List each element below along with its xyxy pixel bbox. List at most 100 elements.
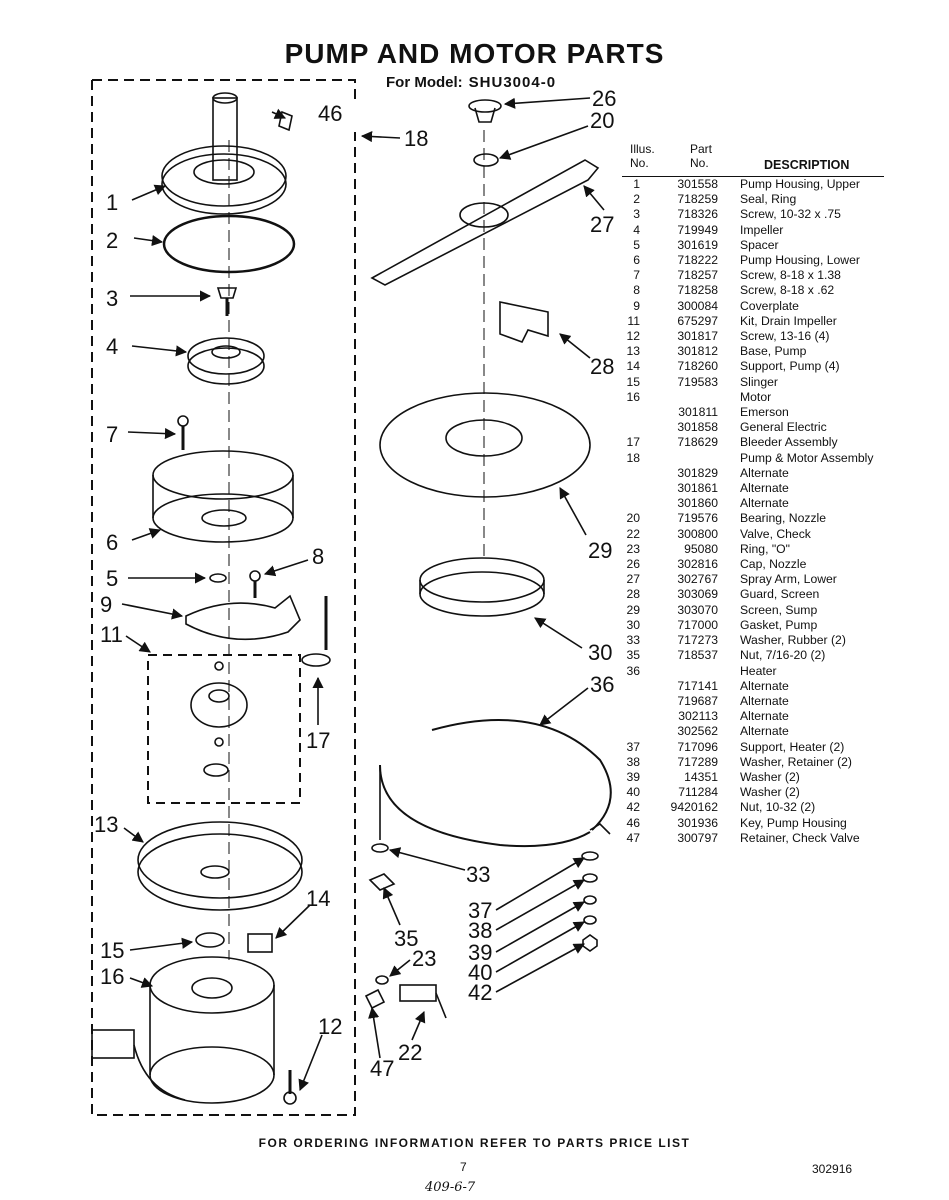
spray-arm: [370, 159, 600, 286]
part-no-cell: 303070: [677, 602, 718, 617]
callout-33: 33: [466, 862, 490, 887]
illus-no-cell: 33: [626, 633, 640, 648]
callout-22: 22: [398, 1040, 422, 1065]
callout-37: 37: [468, 898, 492, 923]
callout-30: 30: [588, 640, 612, 665]
part-no-cell: 719583: [677, 374, 718, 389]
description-cell: Pump & Motor Assembly: [740, 450, 874, 465]
callout-17: 17: [306, 728, 330, 753]
page-title: PUMP AND MOTOR PARTS: [284, 38, 665, 69]
description-cell: Alternate: [740, 496, 789, 511]
part-no-cell: 95080: [684, 541, 718, 556]
pump-base: [137, 821, 303, 911]
part-no-cell: 719687: [677, 693, 718, 708]
illus-no-cell: 9: [633, 298, 640, 313]
description-cell: Base, Pump: [740, 344, 807, 359]
heater-hardware-stack: [581, 822, 611, 952]
part-no-cell: 301858: [677, 420, 718, 435]
part-no-cell: 719576: [677, 511, 718, 526]
illus-no-cell: 15: [626, 374, 640, 389]
description-cell: Retainer, Check Valve: [740, 830, 860, 845]
illus-no-cell: 12: [626, 329, 640, 344]
part-no-cell: 718326: [677, 207, 718, 222]
callout-20: 20: [590, 108, 614, 133]
illus-no-cell: 2: [633, 192, 640, 207]
impeller: [187, 337, 265, 385]
description-cell: Ring, "O": [740, 541, 790, 556]
rubber-washer: [371, 843, 389, 853]
description-cell: Screw, 10-32 x .75: [740, 207, 841, 222]
impeller-screw: [216, 287, 238, 316]
description-cell: Alternate: [740, 678, 789, 693]
illus-no-cell: 18: [626, 450, 640, 465]
part-no-cell: 718629: [677, 435, 718, 450]
nozzle-cap: [468, 99, 502, 123]
illus-no-cell: 39: [626, 769, 640, 784]
part-no-cell: 301829: [677, 465, 718, 480]
table-row: 18 Pump & Motor Assembly: [622, 451, 884, 466]
slinger: [195, 932, 225, 948]
heater-nut: [368, 873, 396, 891]
callout-12: 12: [318, 1014, 342, 1039]
callout-11: 11: [100, 622, 123, 647]
description-cell: Coverplate: [740, 298, 799, 313]
illus-no-cell: 17: [626, 435, 640, 450]
bleeder-assembly: [301, 596, 331, 667]
page-number: 7: [460, 1160, 467, 1174]
part-no-cell: 717000: [677, 617, 718, 632]
callout-13: 13: [94, 812, 118, 837]
illus-no-cell: 22: [626, 526, 640, 541]
drain-impeller-kit-box: [147, 654, 301, 804]
part-no-cell: 718257: [677, 268, 718, 283]
part-no-cell: 718222: [677, 253, 718, 268]
callout-27: 27: [590, 212, 614, 237]
illus-no-cell: 47: [626, 830, 640, 845]
illus-no-cell: 36: [626, 663, 640, 678]
assembly-bracket-18: [91, 80, 356, 1116]
check-valve-retainer: [364, 988, 386, 1010]
illus-no-cell: 37: [626, 739, 640, 754]
screw-12: [283, 1070, 297, 1105]
part-no-cell: 718259: [677, 192, 718, 207]
description-cell: Alternate: [740, 693, 789, 708]
part-no-cell: 301619: [677, 237, 718, 252]
spacer: [209, 573, 227, 583]
illus-no-cell: 38: [626, 754, 640, 769]
screw-8: [249, 570, 261, 598]
description-cell: Alternate: [740, 724, 789, 739]
description-cell: Screen, Sump: [740, 602, 818, 617]
table-row: 719687 Alternate: [622, 694, 884, 709]
illus-no-cell: 23: [626, 541, 640, 556]
description-cell: Washer, Retainer (2): [740, 754, 852, 769]
illus-no-cell: 16: [626, 389, 640, 404]
description-cell: Alternate: [740, 481, 789, 496]
illus-no-cell: 1: [633, 177, 640, 191]
description-cell: Guard, Screen: [740, 587, 820, 602]
description-cell: Impeller: [740, 222, 784, 237]
part-no-cell: 717273: [677, 633, 718, 648]
part-no-cell: 717289: [677, 754, 718, 769]
part-no-cell: 302113: [678, 709, 718, 724]
